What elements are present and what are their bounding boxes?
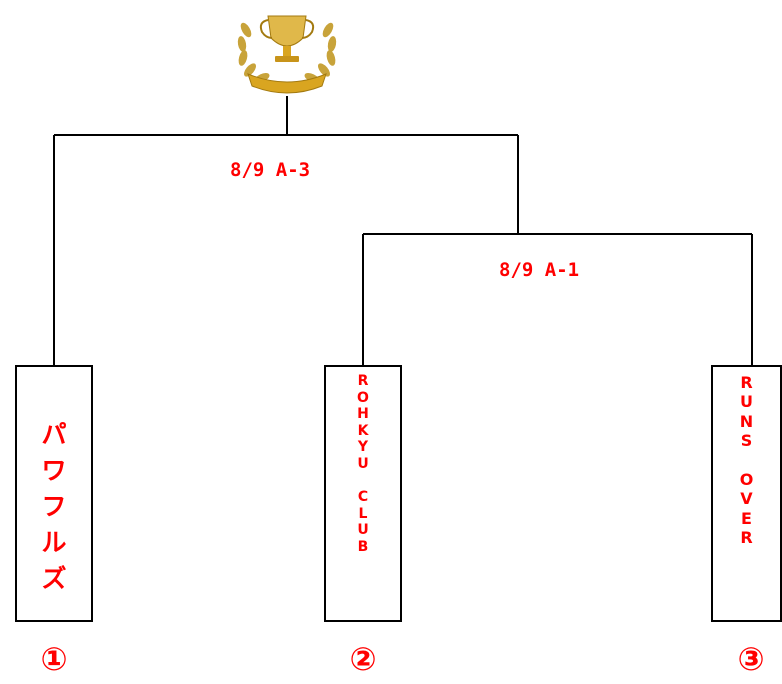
- seed-3: ③: [737, 640, 765, 678]
- team-name-char: N: [739, 411, 754, 431]
- team-name-char: フ: [41, 492, 67, 521]
- team-name-char: C: [357, 489, 369, 506]
- team-name-char: ワ: [41, 456, 67, 485]
- team-name-char: R: [740, 373, 753, 392]
- team-name-char: E: [741, 508, 752, 528]
- team-name-char: R: [357, 373, 369, 389]
- team-name-char: U: [357, 455, 369, 472]
- trophy-icon: [237, 15, 337, 94]
- bracket-lines: [53, 96, 753, 365]
- team-name-char: ズ: [41, 564, 67, 593]
- match-label-semifinal: 8/9 A-1: [499, 259, 580, 281]
- team-name-char: ル: [41, 528, 67, 557]
- team-name-char: L: [358, 505, 368, 522]
- team-name-char: パ: [41, 420, 67, 449]
- team-name-char: K: [357, 422, 369, 439]
- team-name-char: O: [739, 470, 754, 490]
- team-name-char: B: [357, 538, 369, 555]
- team-name-char: O: [357, 389, 369, 406]
- team-name-char: Y: [357, 439, 369, 456]
- team-box-1: パワフルズ: [15, 365, 93, 622]
- team-name-char: R: [740, 528, 753, 548]
- team-name-char: U: [740, 392, 753, 412]
- team-name-char: S: [740, 431, 753, 451]
- team-name-char: [744, 451, 750, 470]
- team-name-char: V: [740, 489, 753, 509]
- match-label-final: 8/9 A-3: [230, 159, 311, 181]
- seed-1: ①: [40, 640, 68, 678]
- seed-2: ②: [349, 640, 377, 678]
- team-name-char: U: [357, 522, 369, 539]
- team-name-char: H: [357, 406, 369, 423]
- team-name-char: [361, 473, 366, 490]
